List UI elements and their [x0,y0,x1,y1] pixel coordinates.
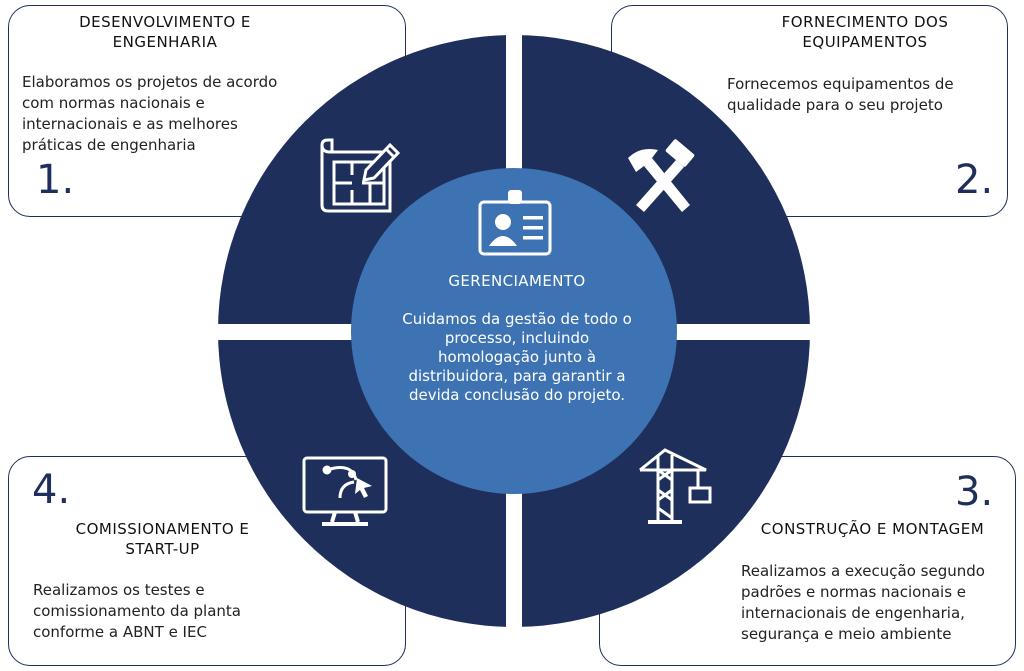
step-3-number: 3. [955,469,994,515]
step-1-number: 1. [36,157,75,203]
step-3-title: CONSTRUÇÃO E MONTAGEM [760,520,985,538]
step-4-title: COMISSIONAMENTO E START-UP [75,520,250,558]
hammer-pick-icon [628,139,695,212]
monitor-cursor-icon [302,456,388,526]
step-2-number: 2. [955,157,994,203]
id-badge-icon [478,190,552,256]
step-1-text: Elaboramos os projetos de acordo com nor… [22,73,278,154]
step-2-title: FORNECIMENTO DOS EQUIPAMENTOS [781,13,949,51]
center-text: Cuidamos da gestão de todo o processo, i… [402,310,632,404]
center-title: GERENCIAMENTO [448,272,586,290]
step-2-text: Fornecemos equipamentos de qualidade par… [727,75,954,114]
step-4-number: 4. [32,467,71,513]
step-1-title: DESENVOLVIMENTO E ENGENHARIA [79,13,251,51]
step-3-text: Realizamos a execução segundo padrões e … [741,562,985,643]
wheel-center-circle [351,168,677,494]
blueprint-icon [320,138,401,213]
crane-icon [639,448,712,524]
step-4-text: Realizamos os testes e comissionamento d… [33,581,241,641]
